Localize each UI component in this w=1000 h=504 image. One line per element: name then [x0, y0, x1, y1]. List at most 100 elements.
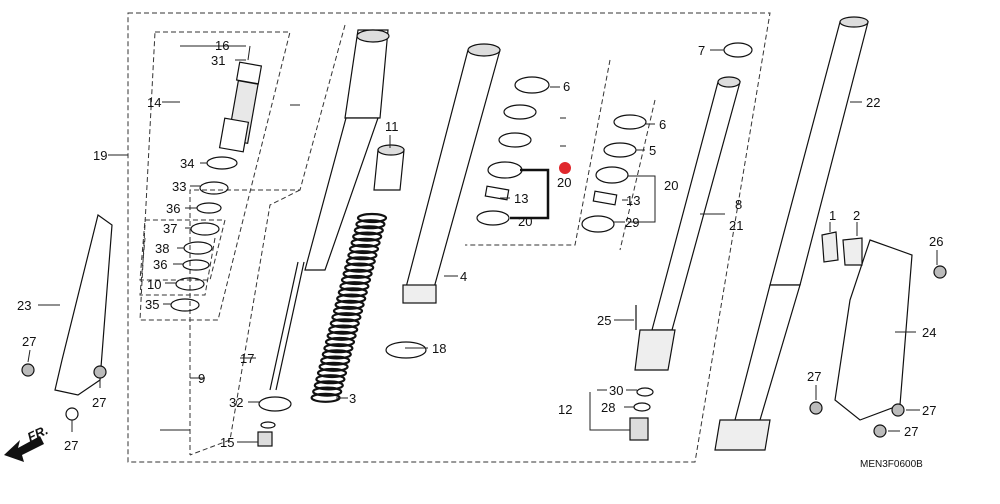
seal-group-right	[619, 99, 656, 251]
spring-coil	[352, 231, 383, 242]
callout-34: 34	[180, 156, 194, 171]
callout-9: 9	[198, 371, 205, 386]
o-ring-36	[196, 202, 222, 214]
o-ring-30	[636, 387, 654, 397]
callout-37: 37	[163, 221, 177, 236]
bushing-6b	[613, 114, 647, 130]
callout-6a: 6	[563, 79, 570, 94]
callout-15: 15	[220, 435, 234, 450]
clip-13	[484, 185, 510, 201]
spring-coil	[344, 262, 375, 273]
callout-24: 24	[922, 325, 936, 340]
callout-30: 30	[609, 383, 623, 398]
spring-subframe	[189, 189, 301, 456]
callout-32: 32	[229, 395, 243, 410]
o-ring-35	[170, 298, 200, 312]
back-up-ring-5	[603, 142, 637, 158]
fork-spring-3	[310, 212, 388, 403]
o-ring-34	[206, 156, 238, 170]
spring-coil	[329, 318, 360, 329]
callout-13a: 13	[514, 191, 528, 206]
spring-coil	[313, 380, 344, 391]
callout-25: 25	[597, 313, 611, 328]
callout-38: 38	[155, 241, 169, 256]
dust-seal-29	[581, 215, 615, 233]
hotspot-marker[interactable]	[559, 162, 571, 174]
bolt-27-c	[65, 407, 79, 421]
leader-lines	[27, 45, 938, 443]
callout-29: 29	[625, 215, 639, 230]
callout-36b: 36	[153, 257, 167, 272]
callout-27c: 27	[64, 438, 78, 453]
outer-tube-4	[402, 43, 501, 304]
spring-coil	[331, 312, 362, 323]
front-arrow-icon	[4, 436, 44, 462]
bolt-27-f	[873, 424, 887, 438]
callout-27d: 27	[807, 369, 821, 384]
fork-guard-23	[54, 213, 113, 396]
spring-coil	[312, 386, 343, 397]
callout-23: 23	[17, 298, 31, 313]
bolt-27-e	[891, 403, 905, 417]
spring-coil	[332, 305, 364, 317]
assembly-frame	[127, 12, 771, 463]
bolt-26	[933, 265, 947, 279]
callout-19: 19	[93, 148, 107, 163]
callout-6b: 6	[659, 117, 666, 132]
spring-coil	[348, 243, 380, 255]
fork-leg-22	[714, 16, 869, 451]
callout-10: 10	[147, 277, 161, 292]
spring-coil	[337, 287, 368, 298]
spring-coil	[353, 225, 384, 236]
callout-1: 1	[829, 208, 836, 223]
spring-coil	[324, 336, 356, 348]
oil-seal-20a	[487, 161, 523, 179]
callout-17: 17	[240, 351, 254, 366]
callout-8: 8	[735, 197, 742, 212]
callout-27b: 27	[92, 395, 106, 410]
dust-seal-ring	[498, 132, 532, 148]
callout-28: 28	[601, 400, 615, 415]
callout-18: 18	[432, 341, 446, 356]
inner-tube-8	[634, 76, 741, 371]
fork-guard-24	[834, 239, 913, 421]
o-ring-10	[175, 277, 205, 291]
callout-14: 14	[147, 95, 161, 110]
callout-21: 21	[729, 218, 743, 233]
spring-coil	[342, 268, 373, 279]
spring-coil	[334, 299, 365, 310]
callout-13b: 13	[626, 193, 640, 208]
o-ring-36b	[182, 259, 210, 271]
cap-subframe	[189, 24, 346, 455]
callout-33: 33	[172, 179, 186, 194]
callout-36a: 36	[166, 201, 180, 216]
back-up-ring	[503, 104, 537, 120]
nut-15	[257, 431, 273, 447]
damper-rod-assembly	[218, 45, 263, 153]
spring-coil	[320, 355, 351, 366]
seal-group-left	[465, 59, 611, 246]
callout-7: 7	[698, 43, 705, 58]
spring-coil	[323, 343, 354, 354]
bolt-27-a	[21, 363, 35, 377]
bolt-27-b	[93, 365, 107, 379]
spring-coil	[328, 324, 359, 335]
fork-cap-bolt-11	[373, 144, 405, 191]
ring-group-frame	[139, 219, 226, 281]
oil-seal-20c	[595, 166, 629, 184]
spring-coil	[340, 274, 372, 286]
guide-7	[723, 42, 753, 58]
ring-group-frame-2	[139, 237, 216, 296]
front-label: FR.	[25, 422, 50, 444]
callout-22: 22	[866, 95, 880, 110]
washer-32	[258, 396, 292, 412]
callout-20c: 20	[664, 178, 678, 193]
callout-27a: 27	[22, 334, 36, 349]
o-ring-37	[190, 222, 220, 236]
spring-coil	[315, 374, 346, 385]
callout-35: 35	[145, 297, 159, 312]
damper-subframe	[139, 31, 291, 321]
damper-rod-17	[269, 261, 299, 391]
o-ring-28	[633, 402, 651, 412]
spring-coil	[339, 281, 370, 292]
